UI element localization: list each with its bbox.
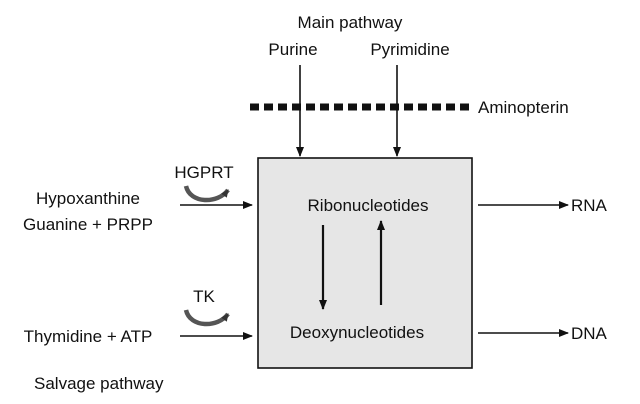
- dna-label: DNA: [571, 324, 608, 343]
- hgprt-curved-arrow-icon: [183, 185, 230, 203]
- pyrimidine-label: Pyrimidine: [370, 40, 449, 59]
- guanine-prpp-label: Guanine + PRPP: [23, 215, 153, 234]
- thymidine-atp-label: Thymidine + ATP: [24, 327, 153, 346]
- rna-label: RNA: [571, 196, 608, 215]
- deoxynucleotides-label: Deoxynucleotides: [290, 323, 424, 342]
- tk-label: TK: [193, 287, 215, 306]
- hgprt-label: HGPRT: [174, 163, 233, 182]
- ribonucleotides-label: Ribonucleotides: [308, 196, 429, 215]
- salvage-pathway-label: Salvage pathway: [34, 374, 164, 393]
- main-pathway-title: Main pathway: [298, 13, 403, 32]
- purine-label: Purine: [268, 40, 317, 59]
- hypoxanthine-label: Hypoxanthine: [36, 189, 140, 208]
- tk-curved-arrow-icon: [183, 309, 230, 327]
- aminopterin-label: Aminopterin: [478, 98, 569, 117]
- nucleotide-box: [257, 157, 473, 369]
